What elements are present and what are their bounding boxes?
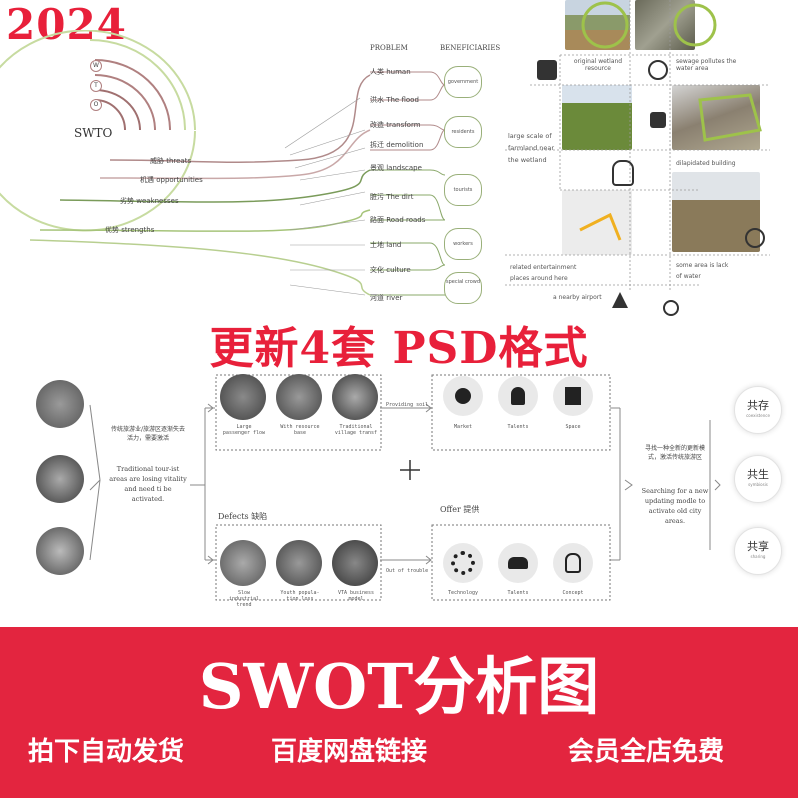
problem-item: 洪水 The flood	[370, 96, 419, 104]
thumbs-up-icon	[537, 60, 557, 80]
problem-item: 人类 human	[370, 68, 411, 76]
problem-item: 拆迁 demolition	[370, 141, 424, 149]
left-photo	[36, 527, 84, 575]
caption-airport: a nearby airport	[553, 294, 602, 301]
row-label-strengths: 优势 strengths	[105, 226, 155, 234]
need-label: Talents	[507, 424, 529, 430]
outcome-cn: 共享	[747, 540, 769, 553]
banner-title: SWOT分析图	[198, 650, 600, 723]
banner-subtitle-left: 拍下自动发货	[28, 737, 185, 767]
right-text-en: Searching for a new updating modle to ac…	[641, 487, 709, 525]
beneficiary-pill: special crowd	[444, 272, 482, 304]
outcome-sharing: 共享 sharing	[734, 527, 782, 575]
farmland-photo	[562, 85, 632, 150]
caption-water: some area is lack of water	[676, 262, 729, 280]
defect-photo	[276, 540, 322, 586]
right-text-cn: 寻找一种全新的更新模式，激活传统旅游区	[644, 445, 705, 461]
pollution-icon	[648, 60, 668, 80]
advantage-photo	[332, 374, 378, 420]
advantage-label: With resource base	[280, 424, 320, 436]
left-text-en: Traditional tour-ist areas are losing vi…	[109, 465, 187, 503]
banner-subtitle-mid: 百度网盘链接	[271, 737, 428, 767]
problem-item: 改造 transform	[370, 121, 421, 129]
advantage-label: Large passenger flow	[222, 424, 266, 436]
advantages-caption: Providing soil	[386, 402, 429, 408]
beneficiary-pill: residents	[444, 116, 482, 148]
beneficiary-pill: government	[444, 66, 482, 98]
defects-title: Defects 缺陷	[218, 512, 268, 521]
caption-sewage: sewage pollutes the water area	[676, 58, 737, 72]
offer-title: Offer 提供	[440, 505, 480, 514]
defect-label: Slow industrial trend	[228, 590, 260, 608]
beneficiary-pill: tourists	[444, 174, 482, 206]
caption-building: dilapidated building	[676, 160, 736, 167]
market-icon	[443, 376, 483, 416]
offer-label: Technology	[447, 590, 479, 596]
outcome-en: symbiosis	[748, 482, 768, 487]
column-problem: PROBLEM	[370, 44, 408, 52]
magnifier-icon	[663, 300, 679, 316]
problem-item: 河道 river	[370, 294, 403, 302]
lightbulb-icon	[612, 160, 634, 186]
column-beneficiaries: BENEFICIARIES	[440, 44, 501, 52]
advantage-photo	[276, 374, 322, 420]
left-photo	[36, 380, 84, 428]
problem-item: 土地 land	[370, 241, 402, 249]
row-label-threats: 威胁 threats	[150, 157, 192, 165]
ring-letter-o: O	[90, 99, 102, 111]
space-icon	[553, 376, 593, 416]
team-icon	[498, 543, 538, 583]
defect-photo	[220, 540, 266, 586]
lightbulb-icon	[553, 543, 593, 583]
advantage-photo	[220, 374, 266, 420]
caption-wetland: original wetland resource	[573, 58, 623, 72]
advantage-label: Traditional village transf	[334, 424, 378, 436]
swto-diagram	[0, 30, 446, 296]
outcome-cn: 共存	[747, 399, 769, 412]
offer-label: Concept	[562, 590, 584, 596]
row-label-weaknesses: 劣势 weaknesses	[120, 197, 179, 205]
outcome-cn: 共生	[747, 468, 769, 481]
outcome-en: sharing	[750, 554, 766, 559]
left-photo	[36, 455, 84, 503]
problem-item: 脏污 The dirt	[370, 193, 414, 201]
headline: 更新4套 PSD格式	[209, 323, 589, 374]
talents-icon	[498, 376, 538, 416]
outcome-en: coexistence	[746, 413, 770, 418]
left-text-cn: 传统旅游业/旅游区逐渐失去活力，需要激活	[110, 426, 186, 442]
caption-farmland: large scale of farmland near the wetland	[508, 132, 555, 164]
offer-label: Talents	[507, 590, 529, 596]
defects-caption: Out of trouble	[386, 568, 429, 574]
swto-center-label: SWTO	[74, 126, 113, 140]
defect-photo	[332, 540, 378, 586]
problem-item: 景观 landscape	[370, 164, 422, 172]
outcome-coexistence: 共存 coexistence	[734, 386, 782, 434]
airplane-icon	[612, 292, 628, 308]
ring-letter-w: W	[90, 60, 102, 72]
outcome-symbiosis: 共生 symbiosis	[734, 455, 782, 503]
banner-subtitle-right: 会员全店免费	[568, 737, 725, 767]
beneficiary-pill: workers	[444, 228, 482, 260]
bottom-banner	[0, 627, 798, 798]
need-label: Market	[453, 424, 473, 430]
gear-icon	[443, 543, 483, 583]
defect-label: Youth popula-tion loss	[280, 590, 320, 602]
site-analysis-lines	[505, 0, 770, 290]
problem-item: 路面 Road roads	[370, 216, 426, 224]
thumbs-down-icon	[650, 112, 666, 128]
flow-connectors	[89, 374, 721, 601]
ring-letter-t: T	[90, 80, 102, 92]
caption-entertainment: related entertainment places around here	[510, 264, 577, 282]
problem-item: 文化 culture	[370, 266, 411, 274]
row-label-opportunities: 机遇 opportunities	[140, 176, 203, 184]
defect-label: VTA business model	[337, 590, 375, 602]
no-water-icon	[745, 228, 765, 248]
need-label: Space	[565, 424, 581, 430]
